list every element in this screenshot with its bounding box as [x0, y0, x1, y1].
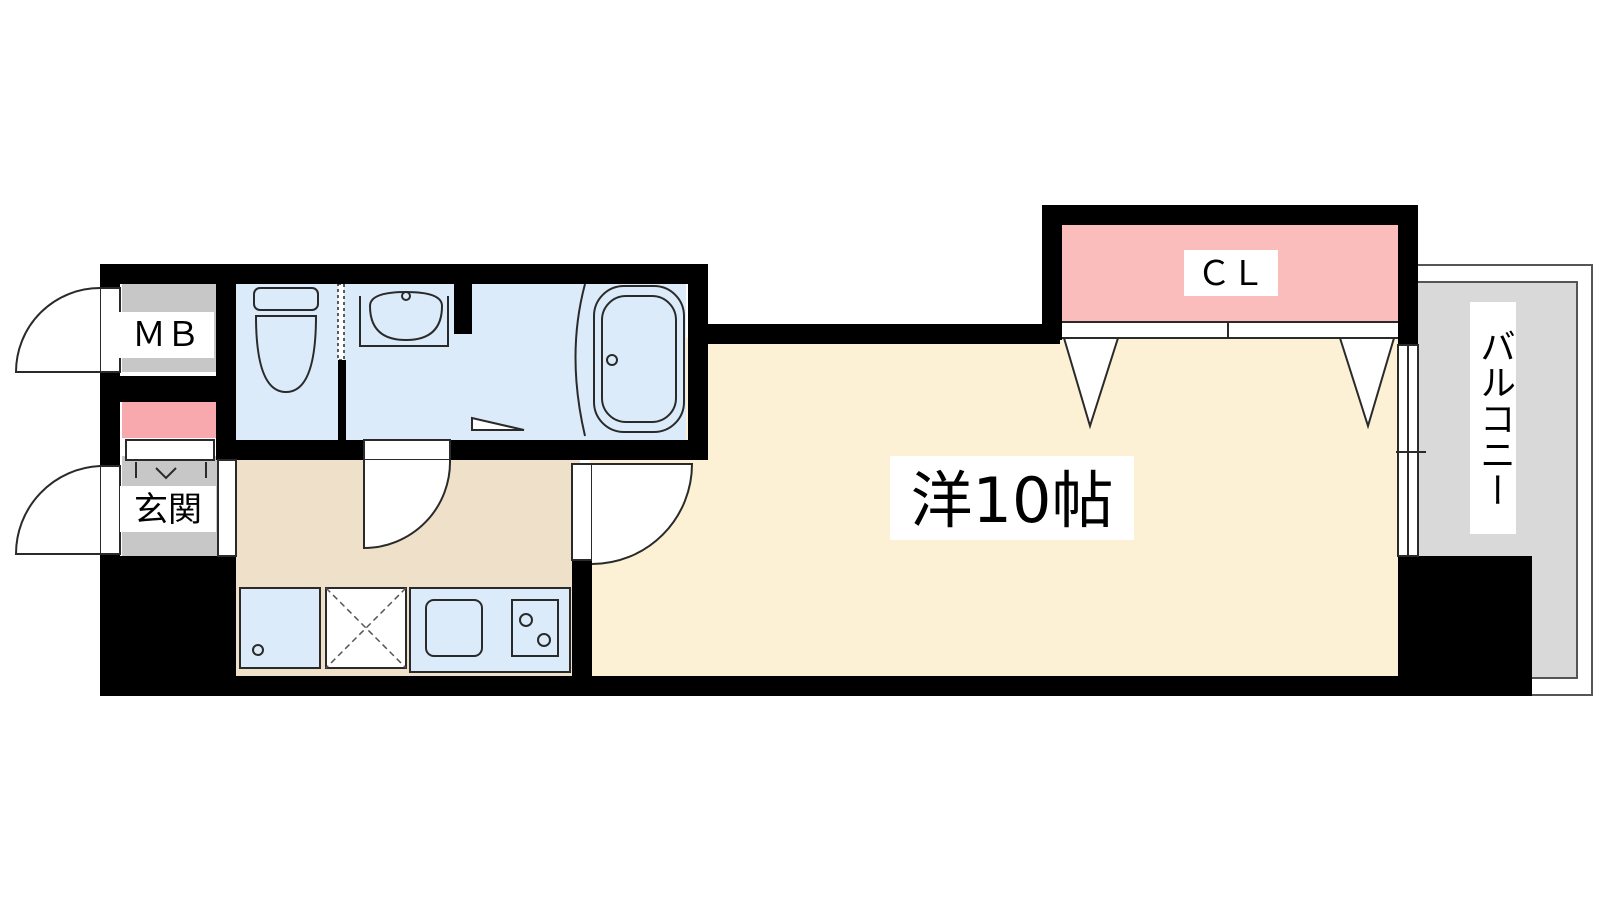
main-room-label: 洋10帖 — [890, 456, 1134, 540]
walls — [100, 205, 1532, 696]
svg-text:玄関: 玄関 — [134, 490, 202, 530]
kitchen-counter-top — [409, 587, 571, 673]
entrance-inner-door[interactable] — [217, 459, 237, 557]
entrance-label: 玄関 — [120, 486, 216, 532]
balcony-label: バルコニー — [1470, 302, 1516, 534]
room-door[interactable] — [571, 463, 694, 565]
closet-door-right-icon — [1338, 337, 1396, 430]
closet-label: ＣＬ — [1184, 250, 1278, 296]
washroom-door[interactable] — [363, 439, 452, 550]
entrance-step — [125, 439, 215, 461]
room-door-swing-icon — [591, 463, 694, 565]
washroom-door-swing-icon — [363, 459, 452, 550]
mb-door[interactable] — [14, 287, 121, 373]
svg-text:ＣＬ: ＣＬ — [1197, 254, 1265, 294]
fridge-space-icon — [325, 587, 407, 669]
closet-door-left-icon — [1062, 337, 1120, 430]
svg-text:ＭＢ: ＭＢ — [132, 315, 200, 355]
toilet-tank-icon — [253, 287, 319, 311]
mb-door-swing-icon — [14, 287, 101, 373]
svg-text:洋10帖: 洋10帖 — [911, 464, 1114, 537]
east-window — [1396, 344, 1426, 557]
front-door-swing-icon — [14, 465, 101, 555]
front-door[interactable] — [14, 465, 121, 555]
shoe-box — [122, 402, 218, 438]
bath-door-icon — [471, 416, 525, 431]
stove-icon — [511, 599, 559, 657]
washroom — [359, 290, 525, 431]
svg-text:バルコニー: バルコニー — [1474, 328, 1515, 508]
bathtub-icon — [593, 285, 685, 433]
bathroom — [574, 283, 685, 437]
washer-icon — [239, 587, 321, 669]
sink-icon — [425, 599, 483, 657]
meter-box-label: ＭＢ — [118, 312, 214, 358]
toilet-bowl-icon — [254, 315, 318, 394]
kitchen-counter — [239, 587, 571, 673]
wash-basin-icon — [368, 290, 444, 342]
